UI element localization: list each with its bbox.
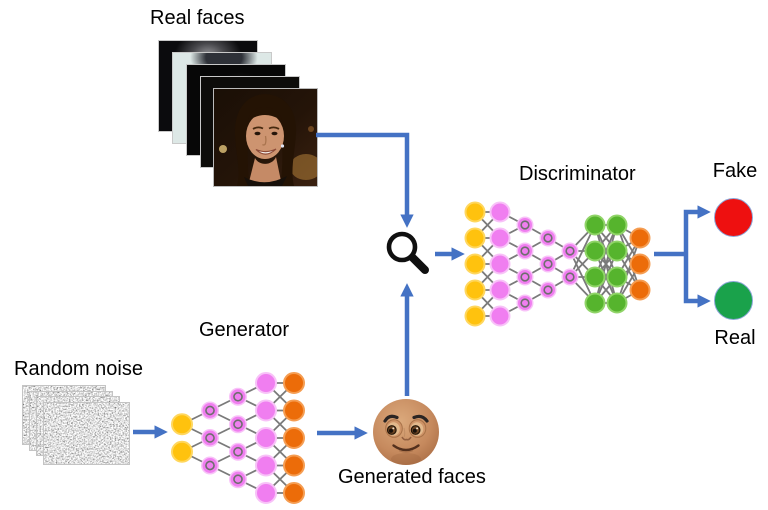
real-label: Real [714, 327, 756, 349]
discriminator-network [464, 201, 651, 327]
magnifier-icon [386, 231, 429, 274]
arrow-branch-to-real [683, 254, 711, 308]
random-noise-image [43, 402, 130, 465]
arrow-branch-to-fake [683, 205, 711, 254]
generated-face-image [373, 399, 439, 465]
generated-faces-label: Generated faces [338, 466, 486, 488]
discriminator-label: Discriminator [519, 163, 636, 185]
fake-output-circle [714, 198, 753, 237]
fake-label: Fake [712, 160, 758, 182]
real-output-circle [714, 281, 753, 320]
arrow-real-to-magnifier [316, 132, 414, 228]
real-face-photo [213, 88, 318, 187]
generator-network [171, 372, 305, 504]
real-faces-label: Real faces [150, 7, 245, 29]
generator-label: Generator [199, 319, 290, 341]
random-noise-label: Random noise [14, 358, 143, 380]
